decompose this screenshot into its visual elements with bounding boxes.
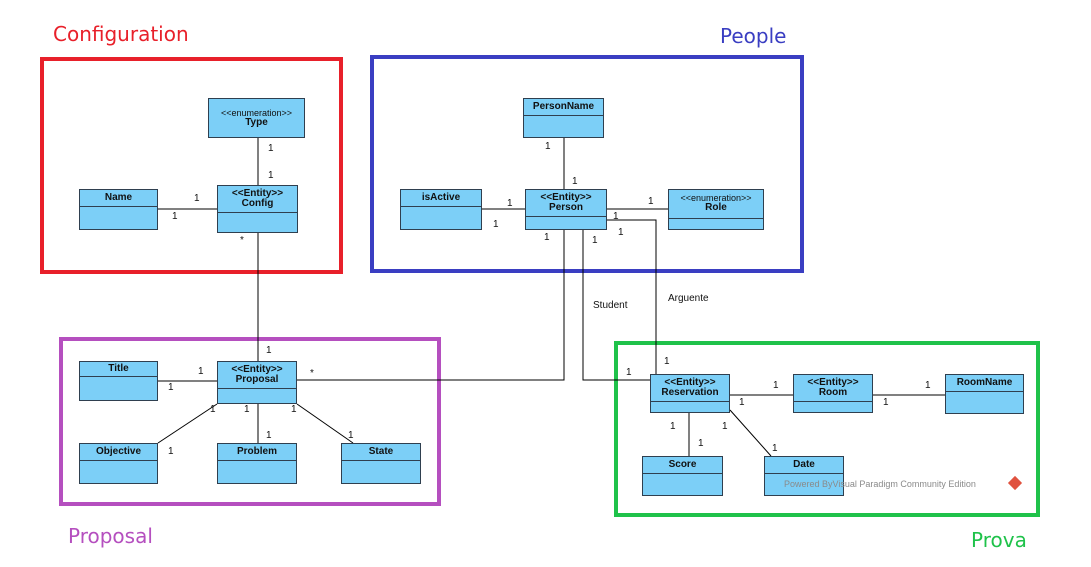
class-person[interactable]: <<Entity>> Person	[525, 189, 607, 230]
multiplicity: 1	[772, 443, 778, 454]
class-room-stereotype: <<Entity>>	[807, 376, 859, 388]
multiplicity: 1	[266, 345, 272, 356]
class-config-name: Config	[241, 198, 274, 209]
multiplicity: 1	[698, 438, 704, 449]
multiplicity: 1	[268, 143, 274, 154]
multiplicity: 1	[493, 219, 499, 230]
configuration-package-title: Configuration	[53, 22, 189, 46]
configuration-package-frame	[40, 57, 343, 274]
class-role[interactable]: <<enumeration>> Role	[668, 189, 764, 230]
multiplicity: 1	[198, 366, 204, 377]
class-score[interactable]: Score	[642, 456, 723, 496]
multiplicity: 1	[722, 421, 728, 432]
class-objective[interactable]: Objective	[79, 443, 158, 484]
multiplicity: 1	[670, 421, 676, 432]
multiplicity: 1	[545, 141, 551, 152]
multiplicity: 1	[244, 404, 250, 415]
class-date-name: Date	[793, 458, 815, 470]
multiplicity: 1	[613, 211, 619, 222]
multiplicity: 1	[168, 382, 174, 393]
class-state-name: State	[368, 445, 394, 457]
multiplicity: 1	[172, 211, 178, 222]
class-type[interactable]: <<enumeration>> Type	[208, 98, 305, 138]
class-role-name: Role	[705, 202, 727, 214]
class-problem-name: Problem	[236, 445, 277, 457]
class-reservation-stereotype: <<Entity>>	[664, 376, 716, 388]
prova-package-title: Prova	[971, 528, 1027, 552]
multiplicity: 1	[544, 232, 550, 243]
class-proposal-name: Proposal	[235, 374, 279, 385]
assoc-person-proposal	[297, 230, 565, 381]
assoc-student	[582, 230, 650, 381]
people-package-title: People	[720, 24, 787, 48]
class-problem[interactable]: Problem	[217, 443, 297, 484]
multiplicity: 1	[268, 170, 274, 181]
multiplicity: 1	[291, 404, 297, 415]
class-personname-name: PersonName	[532, 100, 595, 112]
class-type-stereotype: <<enumeration>>	[220, 108, 293, 119]
class-room[interactable]: <<Entity>> Room	[793, 374, 873, 413]
multiplicity: 1	[664, 356, 670, 367]
multiplicity: 1	[210, 404, 216, 415]
assoc-arguente	[607, 219, 657, 374]
multiplicity: 1	[592, 235, 598, 246]
assoc-proposal-objective	[157, 403, 218, 444]
class-name[interactable]: Name	[79, 189, 158, 230]
multiplicity: 1	[648, 196, 654, 207]
class-date[interactable]: Date	[764, 456, 844, 496]
class-reservation[interactable]: <<Entity>> Reservation	[650, 374, 730, 413]
class-title[interactable]: Title	[79, 361, 158, 401]
multiplicity: *	[240, 235, 244, 246]
multiplicity: *	[310, 368, 314, 379]
class-score-name: Score	[668, 458, 697, 470]
class-isactive[interactable]: isActive	[400, 189, 482, 230]
class-room-name: Room	[818, 387, 848, 398]
class-role-stereotype: <<enumeration>>	[680, 193, 752, 204]
prova-package-frame	[614, 341, 1040, 517]
multiplicity: 1	[883, 397, 889, 408]
class-type-name: Type	[245, 117, 268, 129]
multiplicity: 1	[194, 193, 200, 204]
multiplicity: 1	[507, 198, 513, 209]
multiplicity: 1	[739, 397, 745, 408]
class-proposal-stereotype: <<Entity>>	[231, 363, 283, 375]
multiplicity: 1	[572, 176, 578, 187]
multiplicity: 1	[348, 430, 354, 441]
multiplicity: 1	[626, 367, 632, 378]
class-roomname[interactable]: RoomName	[945, 374, 1024, 414]
assoc-reservation-date	[729, 409, 772, 457]
class-person-name: Person	[549, 202, 583, 213]
class-person-stereotype: <<Entity>>	[540, 191, 592, 203]
multiplicity: 1	[773, 380, 779, 391]
multiplicity: 1	[266, 430, 272, 441]
class-roomname-name: RoomName	[956, 376, 1013, 388]
people-package-frame	[370, 55, 804, 273]
multiplicity: 1	[925, 380, 931, 391]
class-config-stereotype: <<Entity>>	[231, 187, 284, 199]
class-isactive-name: isActive	[421, 191, 461, 203]
class-name-name: Name	[104, 191, 133, 203]
class-reservation-name: Reservation	[661, 387, 719, 398]
class-proposal[interactable]: <<Entity>> Proposal	[217, 361, 297, 404]
class-personname[interactable]: PersonName	[523, 98, 604, 138]
multiplicity: 1	[618, 227, 624, 238]
assoc-proposal-state	[296, 403, 354, 444]
association-label-student: Student	[593, 300, 628, 311]
association-label-arguente: Arguente	[668, 293, 709, 304]
proposal-package-frame	[59, 337, 441, 506]
multiplicity: 1	[168, 446, 174, 457]
class-objective-name: Objective	[95, 445, 142, 457]
class-config[interactable]: <<Entity>> Config	[217, 185, 298, 233]
proposal-package-title: Proposal	[68, 524, 153, 548]
class-title-name: Title	[108, 362, 129, 374]
class-state[interactable]: State	[341, 443, 421, 484]
watermark-text: Powered ByVisual Paradigm Community Edit…	[784, 479, 976, 489]
